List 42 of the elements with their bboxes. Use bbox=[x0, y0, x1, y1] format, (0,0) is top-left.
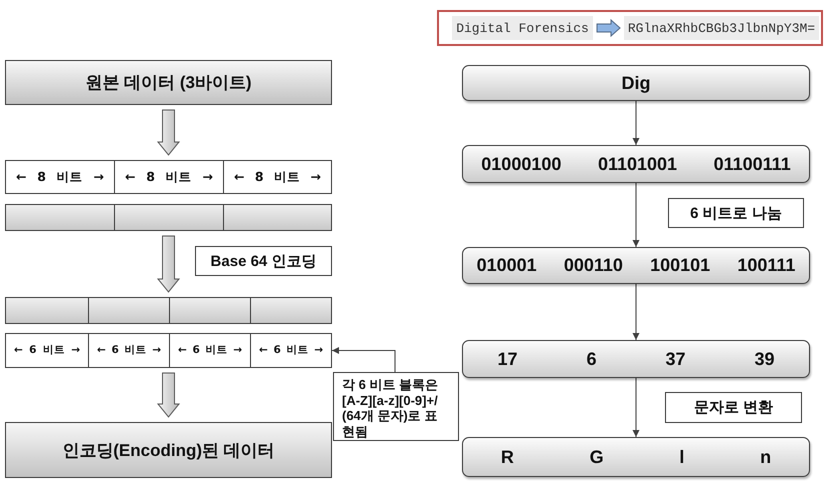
code-text: RGlnaXRhbCBGb3JlbnNpY3M= bbox=[624, 16, 819, 40]
process-box: 원본 데이터 (3바이트) bbox=[5, 60, 332, 105]
arrow bbox=[632, 284, 640, 340]
arrow bbox=[632, 182, 640, 248]
value-text: 000110 bbox=[564, 255, 623, 276]
cell-row bbox=[5, 297, 332, 324]
example-frame bbox=[437, 10, 823, 46]
value-text: 01000100 bbox=[481, 154, 562, 174]
cell-row bbox=[5, 160, 332, 194]
block-arrow bbox=[156, 372, 180, 418]
value-text: 01101001 bbox=[598, 154, 678, 174]
block-arrow bbox=[156, 236, 180, 293]
value-text: R bbox=[500, 446, 514, 468]
cell-row bbox=[5, 333, 332, 368]
arrow bbox=[632, 100, 640, 146]
rounded-box: Dig bbox=[462, 65, 810, 101]
label-box: 6 비트로 나눔 bbox=[668, 198, 804, 228]
value-text: G bbox=[590, 446, 604, 468]
value-text: 01100111 bbox=[714, 154, 791, 174]
leader-line bbox=[332, 347, 396, 372]
cell-row bbox=[5, 204, 332, 231]
label-box: 문자로 변환 bbox=[665, 392, 802, 423]
callout-box: 각 6 비트 블록은 [A-Z][a-z][0-9]+/ (64개 문자)로 표현됨 bbox=[333, 372, 459, 441]
value-text: 37 bbox=[665, 348, 686, 370]
arrow bbox=[632, 378, 640, 438]
rounded-box bbox=[462, 247, 810, 284]
value-text: 39 bbox=[754, 348, 774, 370]
value-text: 100101 bbox=[650, 255, 710, 276]
block-arrow bbox=[156, 110, 180, 156]
value-text: 6 bbox=[586, 348, 596, 370]
value-text: 100111 bbox=[737, 255, 796, 276]
value-text: l bbox=[679, 446, 684, 468]
rounded-box bbox=[462, 145, 810, 183]
code-text: Digital Forensics bbox=[452, 16, 593, 40]
rounded-box bbox=[462, 340, 810, 378]
value-text: 010001 bbox=[476, 255, 537, 276]
block-arrow bbox=[596, 18, 621, 38]
value-text: 17 bbox=[497, 348, 518, 370]
value-text: n bbox=[760, 446, 772, 468]
process-box: 인코딩(Encoding)된 데이터 bbox=[5, 422, 332, 478]
rounded-box bbox=[462, 437, 810, 477]
label-box: Base 64 인코딩 bbox=[195, 246, 332, 276]
